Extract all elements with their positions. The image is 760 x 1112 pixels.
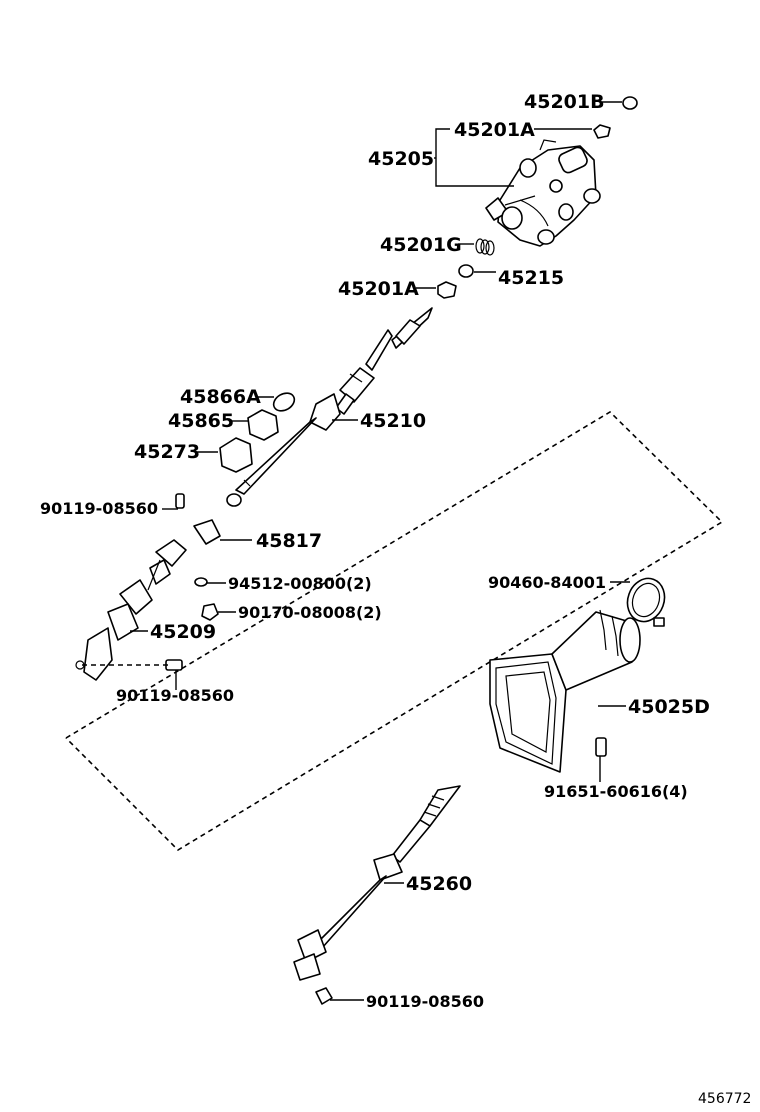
label-45866A: 45866A — [180, 386, 261, 408]
part-90170-nut[interactable] — [201, 603, 219, 621]
label-45201A-mid: 45201A — [338, 278, 419, 300]
label-90119-08560-top: 90119-08560 — [40, 499, 158, 518]
part-45215-plug[interactable] — [458, 264, 474, 278]
label-45201A-top: 45201A — [454, 119, 535, 141]
label-90119-08560-bottom: 90119-08560 — [366, 992, 484, 1011]
label-45817: 45817 — [256, 530, 322, 552]
part-90119-bolt-bottom[interactable] — [315, 987, 333, 1005]
dust-boot-45025D[interactable] — [489, 609, 641, 773]
label-90119-08560-mid: 90119-08560 — [116, 686, 234, 705]
label-45205: 45205 — [368, 148, 434, 170]
part-45273-boot[interactable] — [219, 437, 253, 473]
boot-group-outline — [65, 410, 724, 852]
label-45209: 45209 — [150, 621, 216, 643]
figure-id: 456772 — [698, 1091, 751, 1107]
part-45865-bushing[interactable] — [247, 409, 279, 441]
label-94512-00800: 94512-00800(2) — [228, 574, 372, 593]
gear-housing-part[interactable] — [485, 139, 601, 247]
part-90119-bolt-mid[interactable] — [165, 659, 183, 671]
part-45866A-ring[interactable] — [270, 390, 297, 415]
part-45201G-spring[interactable] — [475, 238, 495, 256]
label-45865: 45865 — [168, 410, 234, 432]
intermediate-shaft-45210[interactable] — [226, 307, 433, 507]
label-90460-84001: 90460-84001 — [488, 573, 606, 592]
part-45201A-top-bushing[interactable] — [593, 124, 611, 139]
label-45210: 45210 — [360, 410, 426, 432]
label-90170-08008: 90170-08008(2) — [238, 603, 382, 622]
universal-joint-45209[interactable] — [75, 493, 221, 681]
label-45260: 45260 — [406, 873, 472, 895]
part-94512-washer[interactable] — [194, 577, 208, 587]
part-45201B-nut[interactable] — [622, 96, 638, 110]
label-45215: 45215 — [498, 267, 564, 289]
label-91651-60616: 91651-60616(4) — [544, 782, 688, 801]
label-45273: 45273 — [134, 441, 200, 463]
part-91651-bolt[interactable] — [595, 737, 607, 757]
label-45201G: 45201G — [380, 234, 462, 256]
label-45201B: 45201B — [524, 91, 605, 113]
part-45201A-mid-bushing[interactable] — [437, 281, 457, 299]
label-45025D: 45025D — [628, 696, 710, 718]
lower-shaft-45260[interactable] — [293, 785, 461, 981]
part-90460-clamp[interactable] — [622, 573, 671, 627]
